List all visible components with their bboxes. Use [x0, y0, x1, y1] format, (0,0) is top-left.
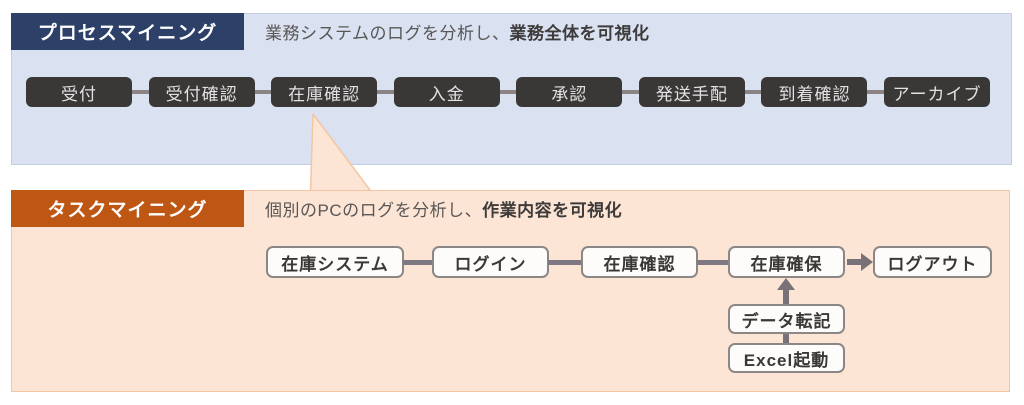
- process-step-uketsuke: 受付: [26, 77, 132, 107]
- task-mining-description: 個別のPCのログを分析し、作業内容を可視化: [265, 190, 622, 227]
- task-description-bold: 作業内容を可視化: [482, 201, 623, 220]
- task-mining-header: タスクマイニング: [11, 190, 244, 227]
- process-step-hassou-tehai: 発送手配: [638, 77, 745, 107]
- task-mining-panel: タスクマイニング 個別のPCのログを分析し、作業内容を可視化 在庫システム ログ…: [11, 190, 1010, 392]
- task-description-regular: 個別のPCのログを分析し、: [265, 201, 483, 220]
- flow-connector: [132, 90, 149, 94]
- flow-connector: [499, 90, 517, 94]
- process-step-tochaku-kakunin: 到着確認: [761, 77, 868, 107]
- flow-connector: [254, 90, 272, 94]
- arrow-right-icon: [847, 259, 863, 265]
- process-mining-description: 業務システムのログを分析し、業務全体を可視化: [265, 13, 650, 50]
- process-step-archive: アーカイブ: [884, 77, 991, 107]
- arrow-right-icon: [861, 253, 873, 271]
- process-step-zaiko-kakunin: 在庫確認: [271, 77, 378, 107]
- process-flow: 受付 受付確認 在庫確認 入金 承認 発送手配 到着確認 アーカイブ: [26, 77, 991, 107]
- flow-connector: [867, 90, 885, 94]
- flow-connector: [697, 260, 729, 265]
- process-mining-header: プロセスマイニング: [11, 13, 244, 50]
- task-step-zaiko-kakuho: 在庫確保: [728, 246, 845, 278]
- process-step-shonin: 承認: [516, 77, 623, 107]
- flow-connector: [403, 260, 433, 265]
- arrow-up-icon: [777, 278, 795, 290]
- process-mining-title: プロセスマイニング: [37, 23, 218, 44]
- flow-connector: [744, 90, 762, 94]
- flow-connector: [783, 334, 789, 344]
- process-step-uketsuke-kakunin: 受付確認: [148, 77, 255, 107]
- process-description-bold: 業務全体を可視化: [509, 24, 650, 43]
- flow-connector: [622, 90, 639, 94]
- process-step-nyukin: 入金: [393, 77, 500, 107]
- task-substep-excel-kidou: Excel起動: [728, 343, 845, 373]
- task-step-login: ログイン: [432, 246, 549, 278]
- process-description-regular: 業務システムのログを分析し、: [265, 24, 510, 43]
- task-substep-data-tenki: データ転記: [728, 304, 845, 334]
- task-step-logout: ログアウト: [873, 246, 992, 278]
- task-step-zaiko-kakunin: 在庫確認: [581, 246, 698, 278]
- task-step-zaiko-system: 在庫システム: [266, 246, 404, 278]
- process-mining-panel: プロセスマイニング 業務システムのログを分析し、業務全体を可視化 受付 受付確認…: [11, 13, 1012, 165]
- arrow-up-icon: [783, 287, 789, 305]
- flow-connector: [548, 260, 582, 265]
- task-mining-title: タスクマイニング: [47, 200, 208, 221]
- flow-connector: [377, 90, 394, 94]
